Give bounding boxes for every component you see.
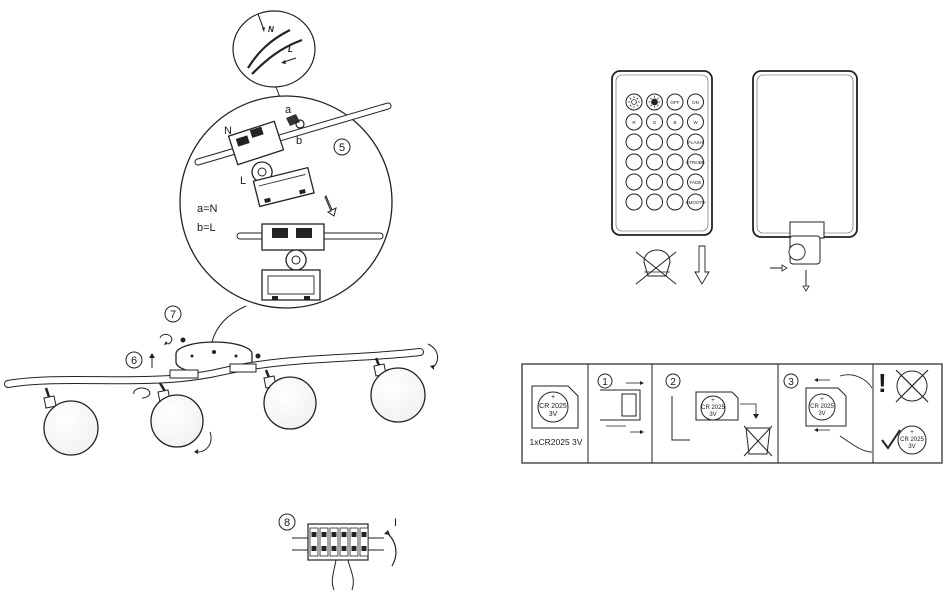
remote-button-label: W [693, 120, 698, 125]
ok-cell-label-top: CR 2025 [900, 437, 924, 443]
remote-button-4-1 [646, 173, 663, 191]
recycle-bin-icon [743, 425, 773, 457]
step-3-number: 3 [788, 377, 794, 388]
step2-cell-plus: + [711, 398, 715, 404]
remote-button-0-1 [646, 93, 663, 111]
terminal-cell [319, 527, 329, 557]
remote-button-label: B [673, 120, 676, 125]
brightness-up-icon [648, 96, 661, 108]
terminal-screw [361, 546, 367, 551]
battery-caption: 1xCR2025 3V [530, 437, 583, 447]
terminal-cell [359, 527, 369, 557]
terminal-screw [311, 546, 317, 551]
terminal-cell [339, 527, 349, 557]
terminal-screw [351, 546, 357, 551]
cell-label-top: CR 2025 [539, 403, 567, 410]
wire-callout-bubble: N L [232, 10, 316, 88]
step-2-number: 2 [670, 377, 676, 388]
remote-back [752, 70, 858, 292]
step2-cell-label-top: CR 2025 [701, 405, 725, 411]
remote-button-label: R [632, 120, 636, 125]
terminal-screw [341, 532, 347, 537]
remote-front: OFF ON R G B W FLASH STROBE FADE SMOOTH [611, 70, 713, 236]
wire-l-label: L [240, 175, 246, 187]
ceiling-light-fixture: 7 6 [4, 305, 438, 456]
remote-button-4-0 [625, 173, 643, 191]
remote-button-4-2 [666, 173, 684, 191]
wire-b-label: b [296, 135, 302, 147]
cell-plus: + [551, 394, 555, 401]
ok-cell-plus: + [910, 430, 914, 436]
remote-button-0-2: OFF [666, 93, 684, 111]
ok-cell-label-bottom: 3V [908, 444, 915, 450]
remote-button-label: G [653, 120, 657, 125]
terminal-screw [331, 532, 337, 537]
terminal-arrow-label: I [394, 517, 397, 529]
terminal-screw [331, 546, 337, 551]
remote-button-3-2 [666, 153, 684, 171]
remote-button-2-2 [666, 133, 684, 151]
remote-button-5-2 [666, 193, 684, 211]
callout-l-label: L [288, 45, 293, 54]
remote-button-label: FADE [690, 180, 702, 185]
remote-button-5-1 [646, 193, 663, 211]
wire-a-label: a [285, 104, 292, 116]
terminal-cell [329, 527, 339, 557]
terminal-cell [309, 527, 319, 557]
terminal-block-detail: 8 I [278, 513, 397, 591]
step3-cell-label-top: CR 2025 [810, 404, 834, 410]
step-7-number: 7 [170, 309, 176, 321]
no-light-icon [635, 249, 677, 285]
warning-mark: ! [878, 368, 887, 398]
remote-button-label: OFF [670, 100, 679, 105]
down-arrow-icon [694, 245, 710, 285]
terminal-screw [351, 532, 357, 537]
remote-button-2-0 [625, 133, 643, 151]
cell-label-bottom: 3V [549, 411, 558, 418]
remote-button-5-0 [625, 193, 643, 211]
step-6-number: 6 [131, 355, 137, 367]
remote-button-label: STROBE [686, 160, 705, 165]
battery-instruction-panel: + CR 2025 3V 1xCR2025 3V 1 2 + CR 2025 3… [521, 363, 943, 464]
remote-button-2-3: FLASH [687, 133, 704, 151]
terminal-screw [321, 546, 327, 551]
wiring-detail-circle: N L a b a=N b=L 5 [179, 95, 393, 309]
remote-button-label: FLASH [688, 140, 703, 145]
terminal-cell [349, 527, 359, 557]
step3-cell-plus: + [820, 397, 824, 403]
legend-b-label: b=L [197, 222, 216, 234]
step3-cell-label-bottom: 3V [818, 411, 825, 417]
remote-button-3-1 [646, 153, 663, 171]
step-8-number: 8 [284, 517, 290, 529]
brightness-down-icon [628, 96, 640, 108]
step-5-number: 5 [339, 142, 345, 154]
remote-button-0-0 [625, 93, 643, 111]
step-1-number: 1 [602, 377, 608, 388]
remote-button-5-3: SMOOTH [685, 193, 706, 211]
legend-a-label: a=N [197, 203, 218, 215]
wire-n-label: N [224, 125, 232, 137]
step2-cell-label-bottom: 3V [709, 412, 716, 418]
callout-n-label: N [268, 25, 274, 34]
remote-button-3-0 [625, 153, 643, 171]
remote-button-1-0: R [625, 113, 643, 131]
remote-button-label: ON [692, 100, 699, 105]
terminal-screw [341, 546, 347, 551]
terminal-screw [311, 532, 317, 537]
remote-button-4-3: FADE [687, 173, 704, 191]
remote-button-1-2: B [666, 113, 684, 131]
remote-button-0-3: ON [687, 93, 704, 111]
remote-button-1-1: G [646, 113, 663, 131]
remote-button-3-3: STROBE [686, 153, 705, 171]
remote-button-label: SMOOTH [685, 200, 705, 205]
terminal-screw [321, 532, 327, 537]
terminal-screw [361, 532, 367, 537]
remote-button-2-1 [646, 133, 663, 151]
remote-button-1-3: W [687, 113, 704, 131]
